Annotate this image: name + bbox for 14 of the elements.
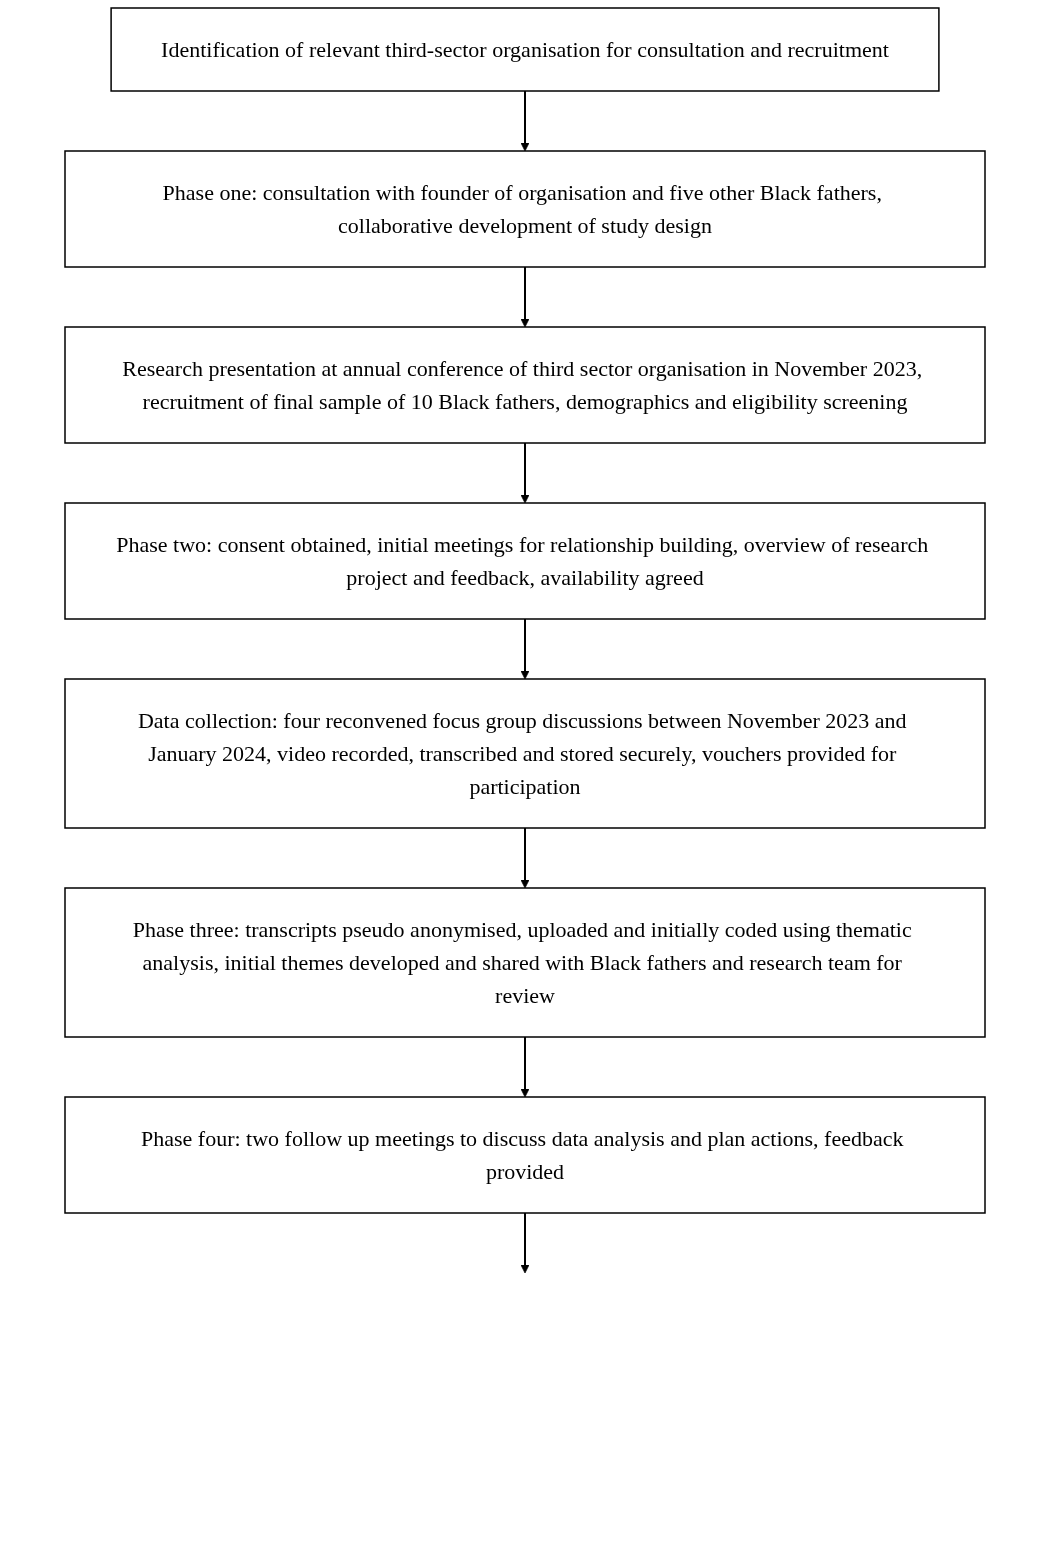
arrow xyxy=(520,827,530,889)
arrow xyxy=(520,442,530,504)
node-box: Identification of relevant third-sector organisation for consultation and recruitment xyxy=(110,7,940,92)
node-box: Phase two: consent obtained, initial meetings for relationship building, overview of research project and feedback, availability agreed xyxy=(64,502,986,620)
node-box: Phase four: two follow up meetings to discuss data analysis and plan actions, feedback provided xyxy=(64,1096,986,1214)
arrow xyxy=(520,266,530,328)
arrow xyxy=(520,1212,530,1274)
node-box: Phase one: consultation with founder of organisation and five other Black fathers, collaborative development of study design xyxy=(64,150,986,268)
arrow xyxy=(520,618,530,680)
arrow xyxy=(520,1036,530,1098)
arrow xyxy=(520,90,530,152)
node-box: Research presentation at annual conference of third sector organisation in November 2023, recruitment of final sample of 10 Black fathers, demographics and eligibility screening xyxy=(64,326,986,444)
node-box: Data collection: four reconvened focus group discussions between November 2023 and January 2024, video recorded, transcribed and stored securely, vouchers provided for participation xyxy=(64,678,986,829)
node-box: Phase three: transcripts pseudo anonymised, uploaded and initially coded using thematic analysis, initial themes developed and shared with Black fathers and research team for review xyxy=(64,887,986,1038)
